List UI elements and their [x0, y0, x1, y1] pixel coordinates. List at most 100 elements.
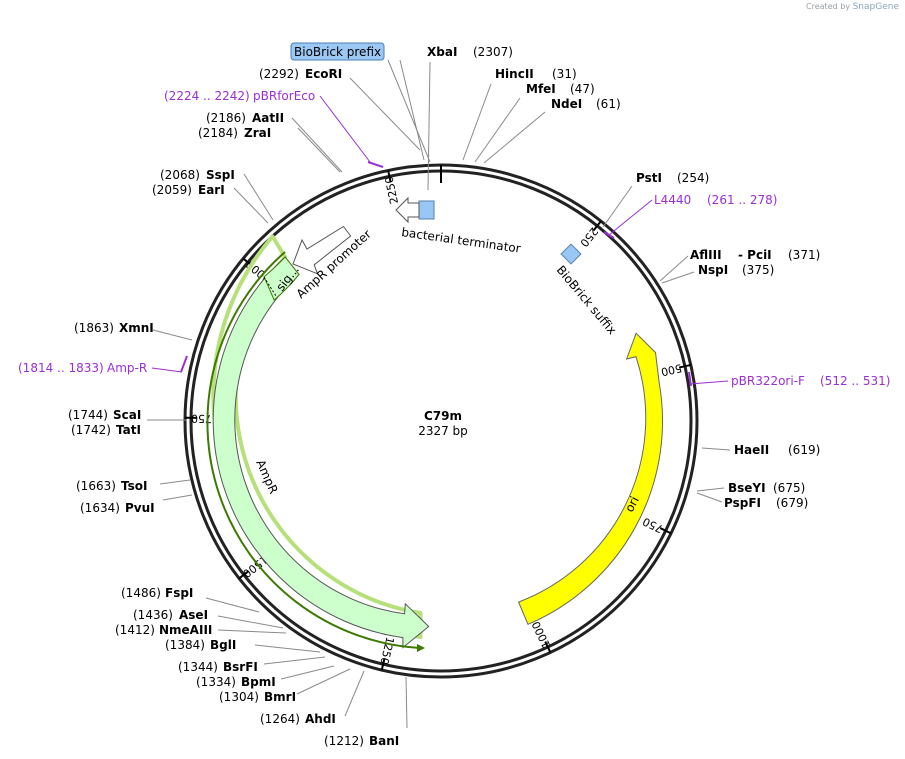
site-name: PstI — [636, 171, 662, 185]
leader-line — [696, 492, 723, 503]
leader-line — [659, 255, 689, 282]
leader-line — [696, 487, 725, 492]
leader-line — [205, 597, 260, 613]
primer-range: (261 .. 278) — [707, 193, 777, 207]
leader-line — [243, 173, 274, 221]
site-bani: (1212) BanI — [324, 734, 399, 748]
leader-line — [280, 665, 335, 680]
tick-mark — [544, 641, 552, 653]
site-ecori: (2292) EcoRI — [259, 67, 342, 81]
site-tati: (1742) TatI — [71, 423, 141, 437]
site-name: AseI — [179, 608, 208, 622]
leader-line — [462, 83, 492, 161]
tick-mark — [592, 220, 602, 232]
site-position: (2292) — [259, 67, 299, 81]
tick-label: 1250 — [377, 636, 396, 666]
primer-name: pBRforEco — [253, 89, 315, 103]
primer-range: (512 .. 531) — [820, 374, 890, 388]
site-position: (679) — [776, 496, 808, 510]
site-asei: (1436) AseI — [133, 608, 208, 622]
plasmid-size: 2327 bp — [418, 424, 468, 438]
ori-feature-arrow — [517, 332, 664, 625]
primer-mark-ampr — [180, 355, 188, 373]
site-position: (31) — [552, 67, 577, 81]
primer-leader-pbr322ori — [689, 380, 729, 385]
site-eari: (2059) EarI — [152, 183, 225, 197]
site-bsrfi: (1344) BsrFI — [178, 660, 258, 674]
leader-line — [483, 111, 546, 164]
leader-line — [344, 670, 365, 717]
snapgene-logo: SnapGene — [852, 2, 899, 12]
tick-mark — [380, 658, 386, 671]
site-hincii: HincII (31) — [495, 67, 577, 81]
site-position: (1863) — [74, 321, 114, 335]
site-position: (61) — [596, 97, 621, 111]
site-name: NdeI — [551, 97, 582, 111]
site-position: (2059) — [152, 183, 192, 197]
site-position: (675) — [773, 481, 805, 495]
site-aatii: (2186) AatII — [206, 111, 284, 125]
leader-line — [296, 668, 351, 695]
primer-amp-r: (1814 .. 1833) Amp-R — [18, 361, 147, 375]
site-sspi: (2068) SspI — [160, 168, 235, 182]
site-name: XmnI — [119, 321, 154, 335]
signal-peptide-box — [263, 256, 300, 301]
site-fspi: (1486) FspI — [121, 586, 193, 600]
terminator-label: bacterial terminator — [401, 225, 522, 256]
leader-line — [474, 97, 521, 163]
site-position: (1436) — [133, 608, 173, 622]
site-pspfi: PspFI (679) — [724, 496, 808, 510]
leader-line — [427, 61, 431, 191]
site-name: BmrI — [264, 690, 296, 704]
site-mfei: MfeI (47) — [526, 82, 595, 96]
site-psti: PstI (254) — [636, 171, 709, 185]
site-xmni: (1863) XmnI — [74, 321, 154, 335]
site-position: (254) — [677, 171, 709, 185]
credit-prefix: Created by — [806, 2, 851, 11]
terminator-box — [418, 200, 435, 220]
leader-line — [217, 629, 287, 634]
tick-mark — [678, 363, 692, 369]
site-nspi: NspI (375) — [698, 263, 774, 277]
primer-range: (2224 .. 2242) — [164, 89, 250, 103]
leader-line — [263, 656, 326, 665]
site-name: AflIII — [690, 248, 722, 262]
site-position: (1742) — [71, 423, 111, 437]
site-position: (2068) — [160, 168, 200, 182]
leader-line — [254, 644, 321, 653]
site-position: (1344) — [178, 660, 218, 674]
primer-pbr322ori-f: pBR322ori-F (512 .. 531) — [731, 374, 890, 388]
plasmid-name: C79m — [424, 409, 462, 423]
biobrick-prefix-label: BioBrick prefix — [294, 45, 381, 59]
site-name: NmeAIII — [159, 623, 212, 637]
site-position: (619) — [788, 443, 820, 457]
ampr-strand-line — [206, 251, 421, 649]
leader-line — [399, 59, 425, 161]
site-position: (1663) — [76, 479, 116, 493]
site-position: (1412) — [115, 623, 155, 637]
site-name: TsoI — [121, 479, 147, 493]
site-name: MfeI — [526, 82, 556, 96]
site-name: HincII — [495, 67, 534, 81]
site-name: SspI — [206, 168, 235, 182]
primer-leader-l4440 — [608, 199, 653, 236]
site-name: FspI — [165, 586, 193, 600]
leader-line — [661, 271, 695, 284]
leader-line — [217, 615, 284, 629]
site-name: HaeII — [734, 443, 769, 457]
site-name: TatI — [116, 423, 141, 437]
tick-label: 2250 — [383, 175, 401, 205]
site-position: (1384) — [165, 638, 205, 652]
site-name: BanI — [369, 734, 399, 748]
biobrick-prefix-box — [290, 42, 385, 61]
ampr-feature-arrow — [212, 256, 430, 649]
ampr-promoter-arrow — [292, 225, 352, 275]
leader-line — [159, 479, 191, 485]
leader-line — [387, 59, 431, 163]
site-name: BseYI — [728, 481, 766, 495]
site-name: BglI — [210, 638, 236, 652]
primer-l4440: L4440 (261 .. 278) — [654, 193, 777, 207]
leader-line — [602, 185, 633, 228]
leader-line — [701, 447, 731, 451]
